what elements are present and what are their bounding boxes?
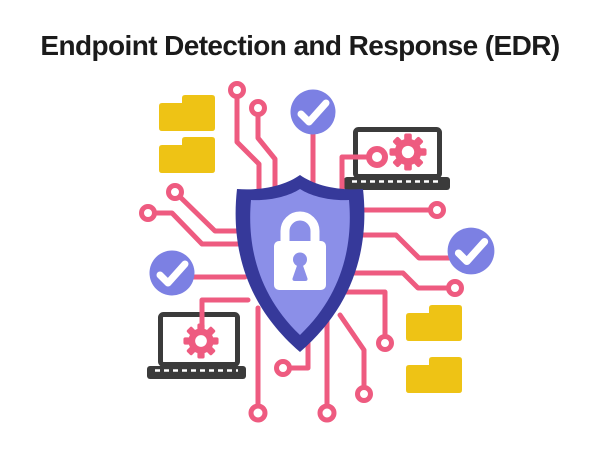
check-circle-icon (150, 251, 195, 296)
circuit-trace (339, 289, 388, 346)
circuit-trace (145, 210, 253, 247)
trace-terminal (376, 334, 394, 352)
padlock-icon (274, 211, 326, 290)
trace-terminal (139, 204, 157, 222)
folder-icon (406, 305, 462, 341)
folder-icon (406, 357, 462, 393)
trace-terminal (366, 146, 388, 168)
laptop-base (344, 177, 450, 190)
laptop-gear-icon (339, 127, 450, 203)
check-circle-icon (448, 228, 495, 275)
shield-lock-icon (235, 175, 365, 352)
folder-group-top-left (159, 95, 215, 173)
padlock-shackle (280, 211, 320, 245)
folder-icon (159, 95, 215, 131)
trace-terminal (446, 279, 464, 297)
trace-terminal (228, 81, 246, 99)
trace-terminal (249, 99, 267, 117)
folder-group-bottom-right (406, 305, 462, 393)
trace-terminal (317, 403, 337, 423)
gear-icon (183, 323, 219, 359)
page-title: Endpoint Detection and Response (EDR) (40, 30, 560, 61)
trace-terminal (274, 359, 292, 377)
gear-icon (389, 133, 427, 171)
trace-terminal (248, 403, 268, 423)
laptop-base (147, 366, 246, 379)
circuit-trace (337, 312, 367, 397)
circuit-trace (234, 87, 262, 203)
circuit-trace (345, 270, 458, 291)
circuit-trace (352, 232, 458, 261)
trace-terminal (355, 385, 373, 403)
check-circle-icon (291, 90, 336, 135)
keyhole-icon (292, 252, 308, 281)
circuit-trace (255, 105, 278, 203)
circuit-trace-network (139, 81, 464, 423)
trace-terminal (166, 183, 184, 201)
circuit-trace (339, 154, 380, 203)
trace-terminal (428, 201, 446, 219)
circuit-trace (199, 297, 251, 335)
laptop-gear-icon (147, 297, 251, 379)
folder-icon (159, 137, 215, 173)
